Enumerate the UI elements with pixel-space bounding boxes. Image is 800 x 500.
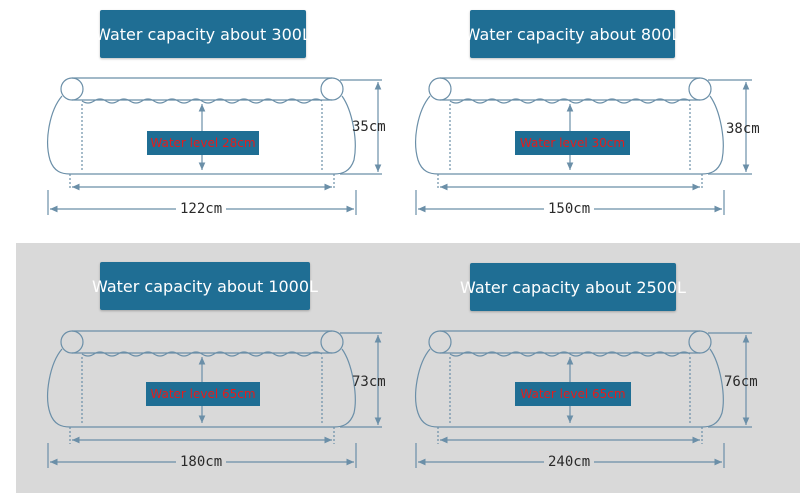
capacity-title-300l: Water capacity about 300L bbox=[95, 10, 311, 58]
width-label-800l: 150cm bbox=[544, 201, 595, 217]
width-label-2500l: 240cm bbox=[544, 454, 595, 470]
height-label-300l: 35cm bbox=[352, 119, 386, 135]
water-level-label-800l: Water level 30cm bbox=[515, 131, 630, 155]
water-level-label-300l: Water level 28cm bbox=[147, 131, 259, 155]
width-label-1000l: 180cm bbox=[176, 454, 227, 470]
capacity-title-2500l: Water capacity about 2500L bbox=[460, 263, 686, 311]
capacity-title-1000l: Water capacity about 1000L bbox=[92, 262, 318, 310]
capacity-title-800l: Water capacity about 800L bbox=[465, 10, 680, 58]
height-label-1000l: 73cm bbox=[352, 374, 386, 390]
width-label-300l: 122cm bbox=[176, 201, 227, 217]
pool-300l-ring-left bbox=[60, 77, 84, 101]
pool-300l-drawing bbox=[47, 77, 382, 215]
height-label-800l: 38cm bbox=[726, 121, 760, 137]
water-level-label-1000l: Water level 65cm bbox=[146, 382, 260, 406]
pool-800l-drawing bbox=[415, 77, 752, 215]
water-level-label-2500l: Water level 65cm bbox=[515, 382, 631, 406]
height-label-2500l: 76cm bbox=[724, 374, 758, 390]
pool-300l-ring-right bbox=[320, 77, 344, 101]
